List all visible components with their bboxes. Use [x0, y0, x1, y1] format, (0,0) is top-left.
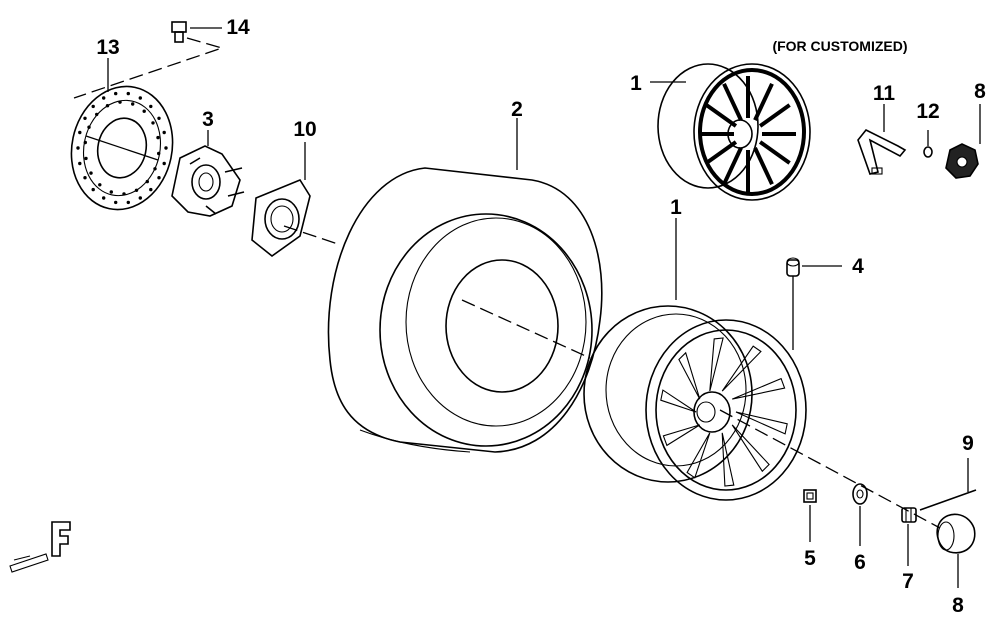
rim-spoke	[662, 424, 701, 447]
callout-1-top: 1	[630, 72, 642, 95]
customized-rim	[657, 63, 811, 201]
disc-hole	[89, 171, 93, 175]
disc-hole	[91, 104, 95, 109]
disc-hole	[157, 116, 161, 121]
custom-rim-spoke	[758, 140, 791, 165]
callout-11: 11	[873, 82, 896, 105]
rim-spoke	[731, 424, 770, 473]
disc-hole	[109, 190, 114, 194]
wheel-hub	[171, 145, 245, 217]
callout-9: 9	[962, 432, 974, 455]
disc-hole	[157, 151, 161, 156]
callout-6: 6	[854, 551, 866, 574]
disc-hole	[126, 91, 130, 96]
castle-nut	[901, 507, 917, 523]
callout-4: 4	[852, 255, 864, 278]
callout-12: 12	[916, 100, 939, 123]
callout-8-top: 8	[974, 80, 986, 103]
disc-hole	[78, 130, 82, 135]
disc-hole	[118, 100, 122, 104]
disc-hole	[126, 200, 130, 205]
disc-hole	[87, 125, 91, 129]
rim-spoke	[721, 345, 762, 392]
disc-hole	[95, 112, 99, 117]
disc-hole	[153, 167, 157, 171]
rim-spoke	[731, 377, 786, 400]
callout-8-bottom: 8	[952, 594, 964, 617]
hub-cap	[936, 513, 976, 554]
customized-note: (FOR CUSTOMIZED)	[772, 38, 907, 54]
disc-hole	[131, 102, 135, 106]
custom-rim-spoke	[722, 82, 743, 121]
small-bolt	[923, 146, 933, 158]
rim-spoke	[721, 432, 735, 487]
disc-hole	[78, 161, 82, 166]
disc-hole	[83, 140, 88, 145]
main-rim	[583, 305, 807, 501]
disc-hole	[164, 146, 168, 150]
disc-hole	[138, 196, 142, 200]
disc-hole	[98, 183, 102, 187]
custom-rim-spoke	[722, 147, 743, 186]
rim-spoke	[678, 351, 701, 400]
custom-rim-spoke	[753, 82, 774, 121]
custom-rim-spoke	[758, 103, 791, 128]
disc-hole	[145, 179, 149, 184]
callout-1-main: 1	[670, 196, 682, 219]
rim-spoke	[660, 389, 697, 413]
disc-hole	[149, 104, 153, 109]
custom-rim-spoke	[705, 140, 738, 165]
disc-hole	[102, 96, 106, 100]
star-nut	[945, 143, 979, 179]
hub-spacer	[251, 179, 311, 258]
rim-spoke	[709, 337, 724, 392]
disc-bolt	[171, 21, 187, 43]
tire	[327, 167, 603, 453]
callout-5: 5	[804, 547, 816, 570]
disc-hole	[142, 109, 146, 113]
disc-hole	[122, 192, 126, 196]
disc-hole	[156, 135, 160, 140]
disc-hole	[162, 130, 166, 135]
disc-hole	[134, 188, 139, 192]
disc-hole	[84, 156, 88, 161]
disc-hole	[138, 96, 142, 100]
disc-hole	[83, 176, 87, 180]
disc-hole	[91, 187, 95, 192]
washer	[852, 483, 868, 505]
callout-7: 7	[902, 570, 914, 593]
lug-wrench	[857, 128, 907, 175]
custom-rim-spoke	[705, 103, 738, 128]
disc-hole	[83, 116, 87, 121]
callout-10: 10	[293, 118, 316, 141]
custom-rim-spoke	[753, 147, 774, 186]
disc-hole	[114, 91, 118, 96]
front-direction-icon	[9, 521, 71, 573]
callout-2: 2	[511, 98, 523, 121]
brake-disc	[70, 85, 174, 211]
callout-14: 14	[226, 16, 250, 39]
disc-hole	[162, 161, 166, 166]
lug-nut	[803, 489, 817, 503]
disc-hole	[102, 196, 106, 200]
disc-hole	[114, 200, 118, 205]
tire-valve	[786, 257, 800, 277]
disc-hole	[157, 176, 161, 180]
disc-hole	[149, 187, 153, 192]
callout-13: 13	[96, 36, 119, 59]
rim-spoke	[735, 411, 788, 435]
disc-hole	[105, 104, 110, 108]
rim-spoke	[686, 432, 711, 479]
disc-hole	[76, 146, 80, 150]
callout-3: 3	[202, 108, 214, 131]
disc-hole	[151, 121, 155, 125]
